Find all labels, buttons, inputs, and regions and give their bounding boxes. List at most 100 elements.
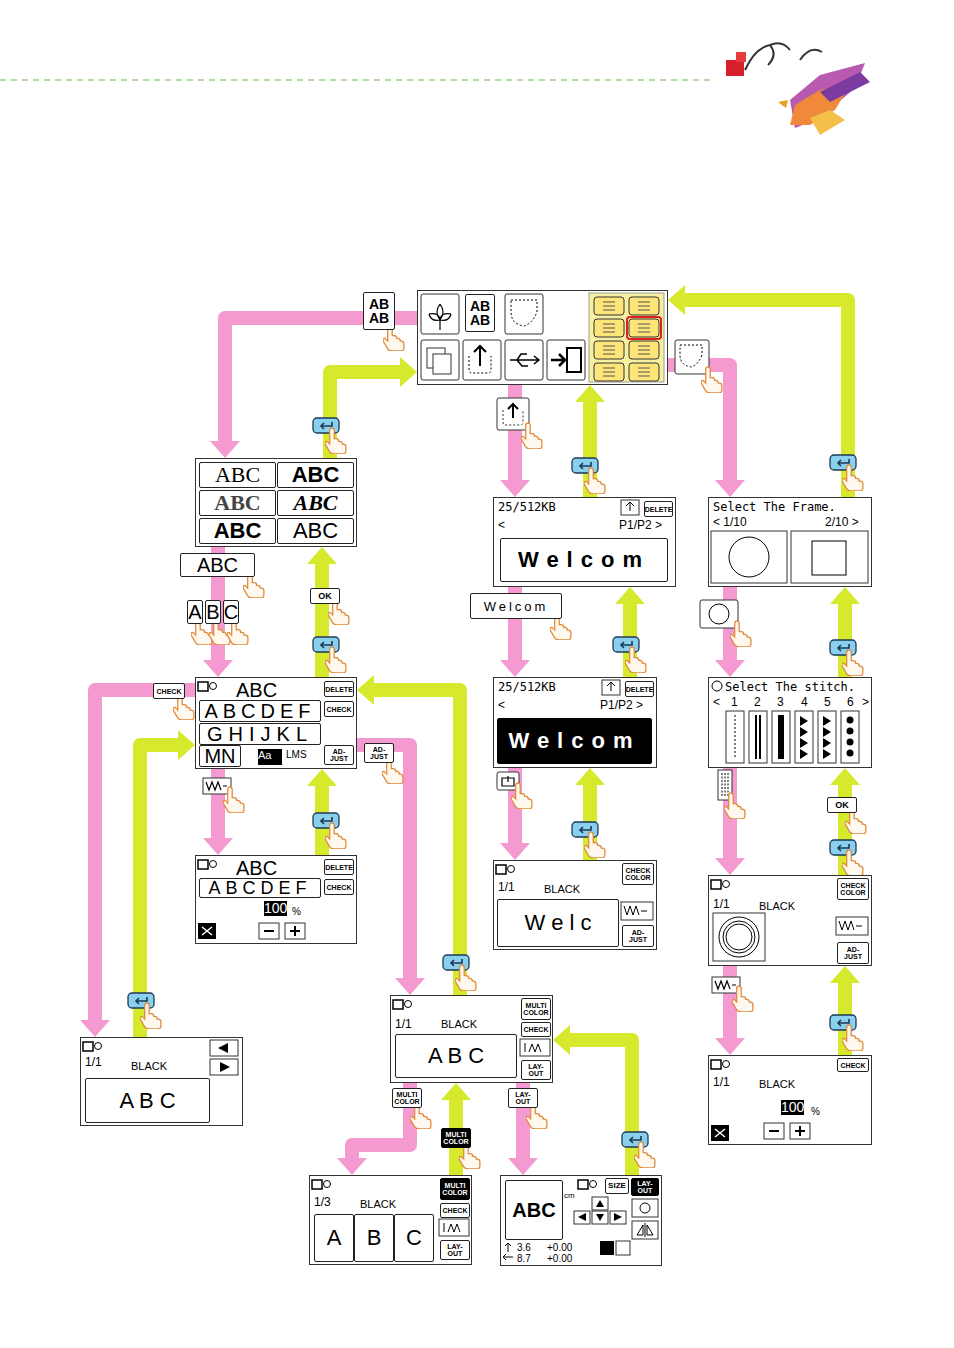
screen-text: BLACK bbox=[441, 1018, 477, 1030]
screen-graphics bbox=[417, 290, 668, 385]
screen-text: Select The stitch. bbox=[725, 681, 855, 694]
arrow-head bbox=[210, 441, 240, 458]
pointing-hand bbox=[325, 428, 346, 454]
pointing-hand bbox=[842, 465, 863, 491]
screen-button: LAY-OUT bbox=[521, 1060, 551, 1080]
arrow-shaft bbox=[357, 745, 410, 978]
back-button bbox=[572, 822, 598, 837]
screen-button: ABCDEF bbox=[199, 878, 321, 898]
screen-text: BLACK bbox=[759, 900, 795, 912]
screen-button: Welcom bbox=[500, 538, 668, 582]
screen-text: < bbox=[498, 519, 505, 532]
button-label: CHECK bbox=[153, 683, 185, 699]
arrow-shaft bbox=[225, 318, 417, 441]
screen-button: CHECK bbox=[440, 1203, 470, 1218]
arrow-head bbox=[357, 675, 374, 705]
arrow-shaft bbox=[668, 365, 730, 480]
lcd-screen: 1/3BLACKABCMULTI COLORCHECKLAY-OUT bbox=[309, 1175, 472, 1265]
arrow-shaft bbox=[374, 690, 460, 995]
forward-arrow bbox=[357, 745, 425, 995]
back-button bbox=[572, 458, 598, 473]
screen-text: 8.7 bbox=[517, 1253, 531, 1264]
screen-button: C bbox=[394, 1214, 434, 1262]
return-arrow bbox=[575, 768, 605, 860]
button-label: AB AB bbox=[363, 292, 395, 330]
screen-text: 4 bbox=[801, 696, 808, 709]
key-label: A bbox=[187, 600, 203, 624]
screen-text: BLACK bbox=[759, 1078, 795, 1090]
return-arrow bbox=[330, 357, 417, 458]
back-button bbox=[622, 1132, 648, 1147]
screen-text: BLACK bbox=[360, 1198, 396, 1210]
lcd-screen: ABCDELETEABCDEFCHECK100% bbox=[195, 855, 357, 944]
screen-button: AD-JUST bbox=[324, 745, 354, 765]
arrow-head bbox=[500, 480, 530, 497]
arrow-head bbox=[178, 730, 195, 760]
screen-button: SIZE bbox=[605, 1178, 629, 1194]
screen-button: ABC bbox=[277, 462, 354, 488]
screen-button: W e l c bbox=[497, 899, 619, 947]
key-label: C bbox=[223, 600, 239, 624]
arrow-head bbox=[575, 768, 605, 785]
screen-button: AB AB bbox=[465, 294, 495, 332]
pointing-hand bbox=[625, 647, 646, 673]
arrow-head bbox=[715, 480, 745, 497]
lcd-screen: ABCDELETEABCDEFCHECKGHIJKLMNAaLMSAD-JUST bbox=[195, 677, 357, 769]
back-button bbox=[313, 813, 339, 828]
screen-text: % bbox=[292, 906, 301, 917]
arrow-head bbox=[500, 660, 530, 677]
lcd-screen: Select The stitch.<123456> bbox=[708, 677, 872, 768]
screen-text: 1/1 bbox=[498, 881, 515, 894]
button-label: MULTI COLOR bbox=[441, 1128, 471, 1148]
arrow-head bbox=[830, 587, 860, 604]
memory-icon bbox=[497, 398, 529, 430]
lcd-screen: 1/1BLACKW e l cCHECK COLORAD-JUST bbox=[493, 860, 657, 950]
screen-text: BLACK bbox=[544, 883, 580, 895]
arrow-head bbox=[830, 966, 860, 983]
arrow-head bbox=[441, 1083, 471, 1100]
return-arrow bbox=[575, 385, 605, 497]
return-arrow bbox=[615, 587, 645, 677]
screen-text: 25/512KB bbox=[498, 501, 556, 514]
screen-text: 1/1 bbox=[713, 898, 730, 911]
arrow-head bbox=[307, 547, 337, 564]
screen-button: CHECK bbox=[837, 1058, 869, 1072]
pointing-hand bbox=[511, 783, 532, 809]
screen-button: Welcom bbox=[497, 718, 652, 764]
pointing-hand bbox=[223, 787, 244, 813]
return-arrow bbox=[553, 1025, 632, 1175]
lcd-screen: 25/512KBDELETE<P1/P2 >Welcom bbox=[493, 677, 657, 768]
screen-text: 100 bbox=[781, 1100, 804, 1115]
screen-text: 1/1 bbox=[85, 1056, 102, 1069]
back-button bbox=[128, 993, 154, 1008]
frame-icon bbox=[675, 340, 709, 374]
screen-button: ABCDEF bbox=[199, 700, 321, 722]
screen-button: LAY-OUT bbox=[440, 1240, 470, 1260]
screen-text: < bbox=[713, 696, 720, 709]
screen-button: AD-JUST bbox=[837, 942, 869, 964]
lcd-screen: 1/1 BLACK CHECK COLOR AD-JUST bbox=[708, 875, 872, 966]
screen-button: GHIJKL bbox=[199, 723, 321, 745]
arrow-head bbox=[615, 587, 645, 604]
arrow-head bbox=[830, 768, 860, 785]
screen-text: < 1/10 bbox=[713, 516, 747, 529]
screen-text: > bbox=[862, 696, 869, 709]
screen-text: ABC bbox=[236, 857, 277, 879]
pointing-hand bbox=[842, 1025, 863, 1051]
key-label: B bbox=[205, 600, 221, 624]
arrow-head bbox=[80, 1020, 110, 1037]
lcd-screen: 1/1BLACKA B CMULTI COLORCHECKLAY-OUT bbox=[390, 995, 553, 1083]
cross-stitch-bird bbox=[726, 43, 870, 135]
forward-arrow bbox=[80, 690, 195, 1037]
arrow-head bbox=[553, 1025, 570, 1055]
screen-button: MN bbox=[199, 745, 241, 767]
pointing-hand bbox=[842, 650, 863, 676]
circle-frame-button bbox=[700, 600, 738, 628]
screen-text: 6 bbox=[847, 696, 854, 709]
screen-text: % bbox=[811, 1106, 820, 1117]
button-label: ABC bbox=[180, 553, 255, 577]
screen-button: CHECK COLOR bbox=[837, 878, 869, 900]
